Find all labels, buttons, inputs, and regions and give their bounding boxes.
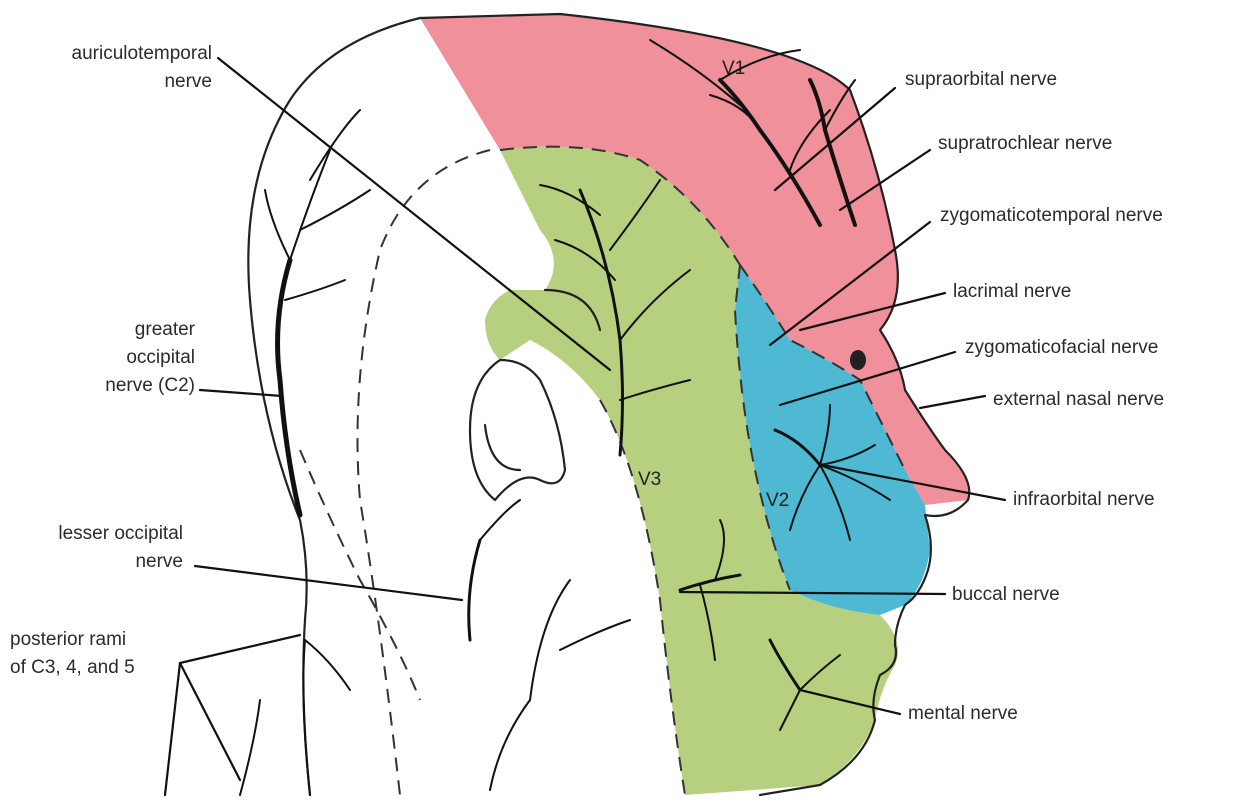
greater-occipital-line1: greater [0,316,195,344]
posterior-rami-line1: posterior rami [10,626,135,654]
auriculotemporal-line2: nerve [0,68,212,96]
greater-occipital-line2: occipital [0,344,195,372]
zygomaticofacial-nerve-label: zygomaticofacial nerve [965,334,1158,362]
buccal-nerve-label: buccal nerve [952,581,1060,609]
lacrimal-nerve-label: lacrimal nerve [953,278,1071,306]
infraorbital-nerve-label: infraorbital nerve [1013,486,1155,514]
auriculotemporal-nerve-label: auriculotemporal nerve [0,40,212,96]
external-nasal-nerve-label: external nasal nerve [993,386,1164,414]
eye [850,350,866,370]
greater-occipital-nerve-branches [265,110,370,515]
v2-region-label: V2 [766,490,789,511]
greater-occipital-nerve-label: greater occipital nerve (C2) [0,316,195,400]
lesser-occipital-nerve-label: lesser occipital nerve [0,520,183,576]
lesser-occipital-line1: lesser occipital [0,520,183,548]
posterior-rami-line2: of C3, 4, and 5 [10,654,135,682]
lesser-occipital-line2: nerve [0,548,183,576]
zygomaticotemporal-nerve-label: zygomaticotemporal nerve [940,202,1163,230]
cervical-boundary-1 [358,150,491,795]
supratrochlear-nerve-label: supratrochlear nerve [938,130,1112,158]
auriculotemporal-line1: auriculotemporal [0,40,212,68]
posterior-rami-label: posterior rami of C3, 4, and 5 [10,626,135,682]
greater-occipital-line3: nerve (C2) [0,372,195,400]
supraorbital-nerve-label: supraorbital nerve [905,66,1057,94]
mental-nerve-label: mental nerve [908,700,1018,728]
posterior-rami-branches [240,640,350,795]
back-of-head-outline [248,18,420,795]
v3-region-label: V3 [638,469,661,490]
